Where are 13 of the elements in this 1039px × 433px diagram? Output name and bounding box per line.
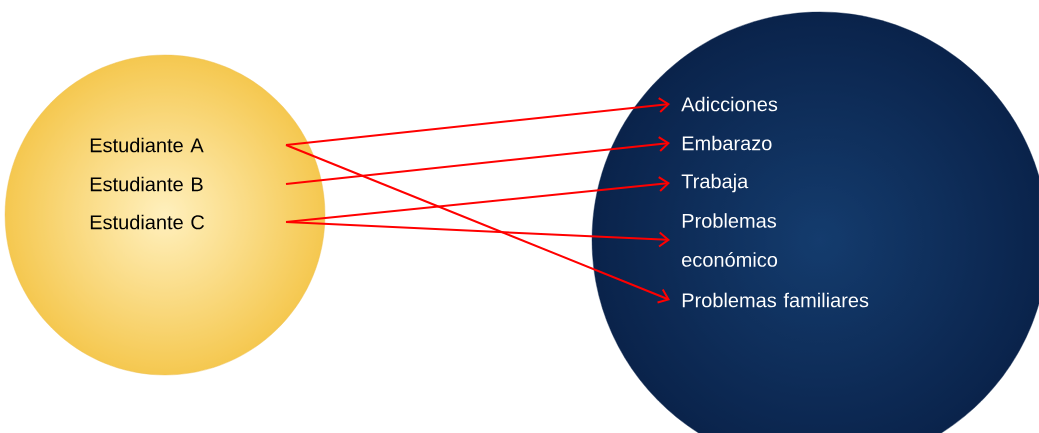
arrow — [285, 136, 670, 185]
node-text: Embarazo — [682, 135, 772, 151]
node-text: Problemas familiares — [682, 292, 869, 308]
node-text: Estudiante B — [90, 176, 203, 192]
arrow — [285, 97, 670, 146]
node-text: Trabaja — [681, 173, 749, 193]
node-text: Estudiante C — [90, 214, 205, 230]
node-text: Adicciones — [681, 96, 778, 112]
node-text: Estudiante A — [90, 137, 204, 153]
arrow — [285, 221, 670, 248]
circle — [4, 54, 326, 376]
arrow — [285, 144, 670, 304]
node-text: Problemas económico — [682, 213, 778, 267]
